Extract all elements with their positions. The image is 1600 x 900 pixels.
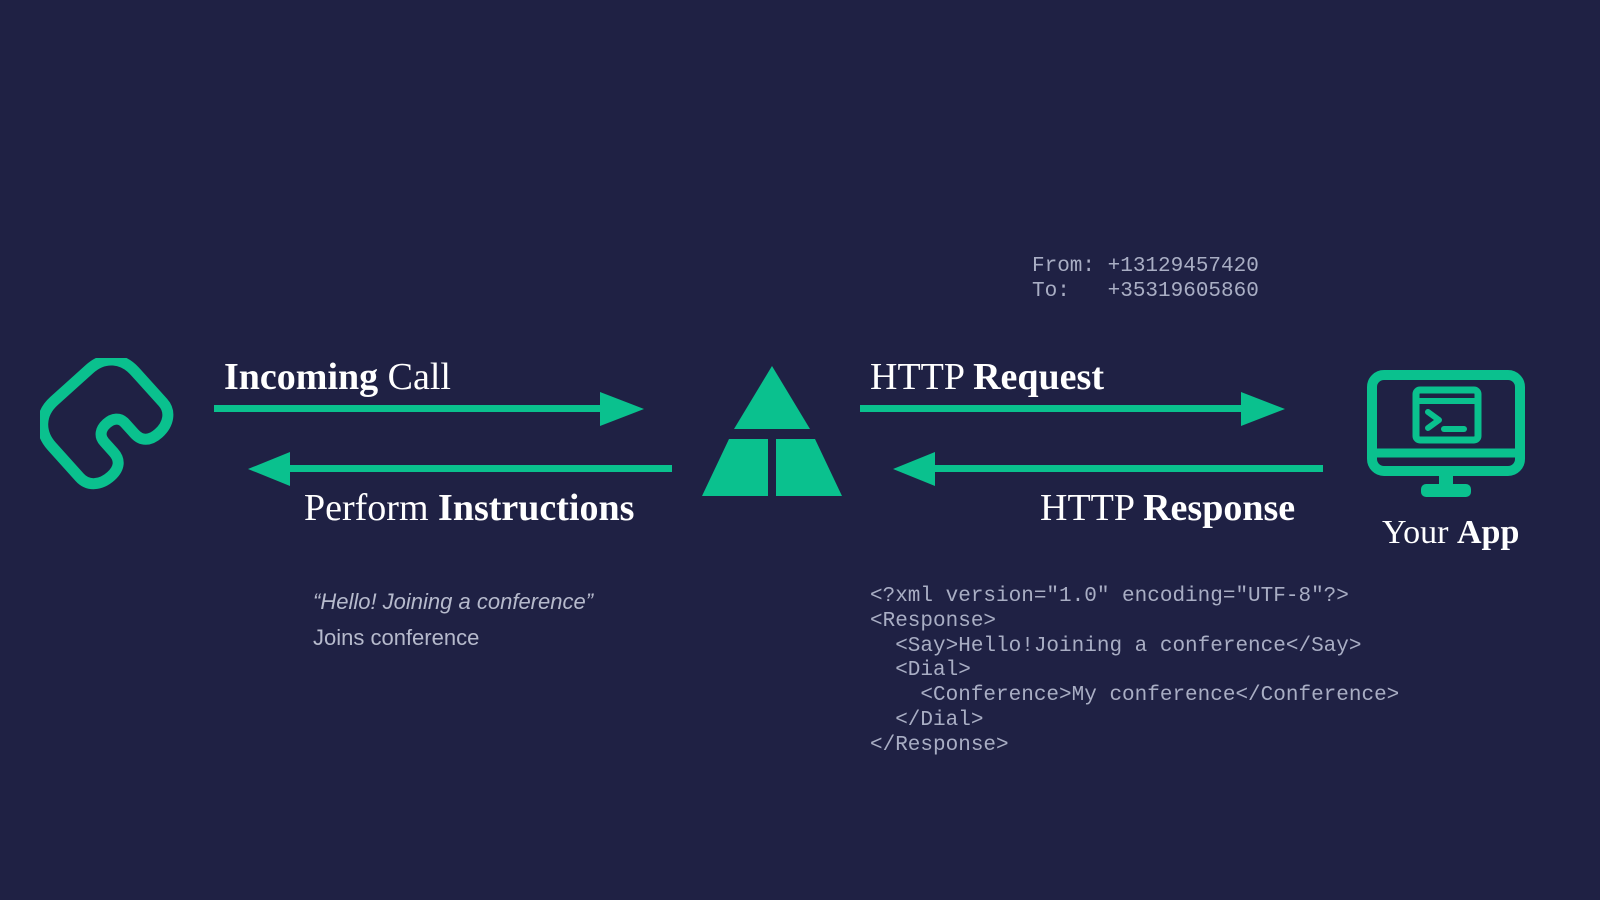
http-request-regular: HTTP bbox=[870, 356, 974, 398]
call-metadata-from-line: From: +13129457420 bbox=[1032, 255, 1259, 278]
arrow-http-response bbox=[893, 452, 1323, 492]
perform-instructions-bold: Instructions bbox=[438, 487, 635, 529]
http-response-regular: HTTP bbox=[1040, 487, 1144, 529]
arrow-label-http-request: HTTP Request bbox=[870, 358, 1104, 396]
phone-handset-icon bbox=[40, 358, 192, 510]
arrow-label-perform-instructions: Perform Instructions bbox=[304, 489, 634, 527]
arrow-http-request bbox=[860, 392, 1285, 432]
call-metadata-to-line: To: +35319605860 bbox=[1032, 280, 1259, 303]
twilio-logo-icon bbox=[697, 366, 847, 496]
spoken-text-note: “Hello! Joining a conference” bbox=[313, 589, 594, 614]
your-app-bold: App bbox=[1456, 514, 1520, 551]
your-app-label: Your App bbox=[1382, 516, 1519, 550]
monitor-terminal-icon bbox=[1367, 370, 1525, 502]
http-response-bold: Response bbox=[1143, 487, 1296, 529]
twiml-code-block: <?xml version="1.0" encoding="UTF-8"?> <… bbox=[870, 585, 1400, 757]
your-app-regular: Your bbox=[1382, 514, 1457, 551]
arrow-incoming-call bbox=[214, 392, 644, 432]
arrow-label-incoming-call: Incoming Call bbox=[224, 358, 451, 396]
arrow-perform-instructions bbox=[248, 452, 672, 492]
arrow-label-http-response: HTTP Response bbox=[1040, 489, 1295, 527]
http-request-bold: Request bbox=[973, 356, 1104, 398]
incoming-call-bold: Incoming bbox=[224, 356, 379, 398]
perform-instructions-regular: Perform bbox=[304, 487, 439, 529]
incoming-call-regular: Call bbox=[378, 356, 451, 398]
conference-action-note: Joins conference bbox=[313, 625, 480, 650]
